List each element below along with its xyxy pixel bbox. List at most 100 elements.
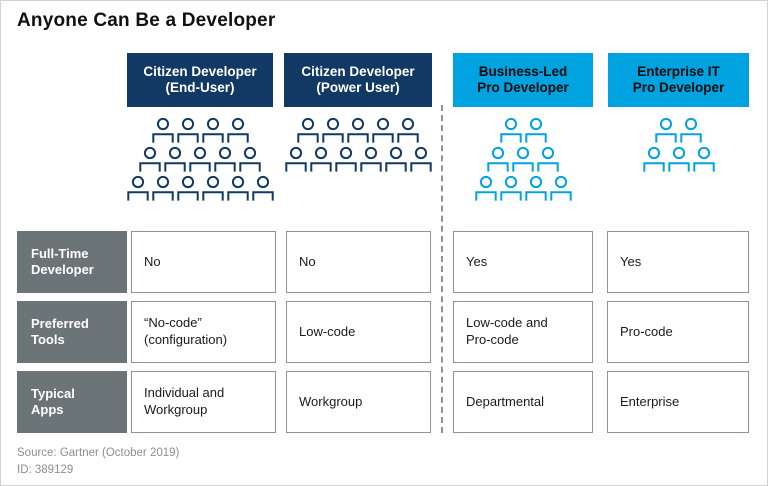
person-icon <box>359 146 382 172</box>
footer: Source: Gartner (October 2019) ID: 38912… <box>17 445 179 478</box>
person-icon <box>537 146 559 172</box>
table-cell: No <box>131 231 276 293</box>
person-icon <box>372 117 394 143</box>
table-cell: Yes <box>607 231 749 293</box>
table-cell: No <box>286 231 431 293</box>
table-cell: “No-code” (configuration) <box>131 301 276 363</box>
column-header-line2: Pro Developer <box>477 80 569 95</box>
person-icon <box>524 117 547 143</box>
person-icon <box>226 175 249 201</box>
people-row <box>642 146 715 172</box>
row-label-line1: Preferred <box>31 315 89 331</box>
column-header-line2: Pro Developer <box>632 80 725 95</box>
row-label-line1: Full-Time <box>31 245 89 261</box>
people-row <box>139 146 261 172</box>
table-cell: Low-code and Pro-code <box>453 301 593 363</box>
table-cell: Departmental <box>453 371 593 433</box>
person-icon <box>176 175 199 201</box>
cell-line2: Pro-code <box>466 332 519 347</box>
column-header-citizen-end-user: Citizen Developer (End-User) <box>127 53 273 107</box>
column-header-line1: Business-Led <box>478 63 568 79</box>
footer-source: Source: Gartner (October 2019) <box>17 447 180 459</box>
column-header-line1: Citizen Developer <box>143 63 257 79</box>
person-icon <box>126 175 149 201</box>
people-group-business-led-pro <box>453 117 593 209</box>
row-label-line2: Developer <box>31 262 94 277</box>
row-label-preferred-tools: Preferred Tools <box>17 301 127 363</box>
table-cell: Pro-code <box>607 301 749 363</box>
person-icon <box>176 117 199 143</box>
people-row <box>151 117 249 143</box>
person-icon <box>151 175 174 201</box>
cell-line1: Low-code and <box>466 315 548 331</box>
column-header-line1: Citizen Developer <box>301 63 415 79</box>
column-header-enterprise-it-pro: Enterprise IT Pro Developer <box>608 53 749 107</box>
cell-line1: Low-code <box>299 323 356 339</box>
person-icon <box>692 146 715 172</box>
people-row <box>284 146 432 172</box>
column-header-citizen-power-user: Citizen Developer (Power User) <box>284 53 432 107</box>
row-label-typical-apps: Typical Apps <box>17 371 127 433</box>
cell-line1: Individual and <box>144 385 225 401</box>
person-icon <box>214 146 236 172</box>
table-cell: Workgroup <box>286 371 431 433</box>
table-cell: Yes <box>453 231 593 293</box>
cell-line1: Yes <box>620 253 642 269</box>
row-label-line2: Tools <box>31 332 65 347</box>
cell-line2: (configuration) <box>144 332 228 347</box>
person-icon <box>201 175 224 201</box>
person-icon <box>680 117 702 143</box>
people-row <box>126 175 274 201</box>
person-icon <box>512 146 534 172</box>
person-icon <box>474 175 497 201</box>
person-icon <box>524 175 547 201</box>
column-header-business-led-pro: Business-Led Pro Developer <box>453 53 593 107</box>
cell-line1: No <box>299 253 316 269</box>
column-header-line1: Enterprise IT <box>637 63 720 79</box>
person-icon <box>487 146 509 172</box>
column-header-line2: (Power User) <box>316 80 400 95</box>
people-row <box>499 117 547 143</box>
people-group-enterprise-it-pro <box>608 117 749 209</box>
person-icon <box>201 117 224 143</box>
cell-line1: No <box>144 253 161 269</box>
page-title: Anyone Can Be a Developer <box>17 10 276 31</box>
row-label-full-time-developer: Full-Time Developer <box>17 231 127 293</box>
person-icon <box>397 117 419 143</box>
person-icon <box>642 146 665 172</box>
person-icon <box>239 146 261 172</box>
person-icon <box>189 146 211 172</box>
person-icon <box>499 175 522 201</box>
person-icon <box>284 146 307 172</box>
person-icon <box>139 146 161 172</box>
people-row <box>297 117 419 143</box>
row-label-line2: Apps <box>31 402 64 417</box>
person-icon <box>384 146 407 172</box>
person-icon <box>251 175 274 201</box>
footer-id: ID: 389129 <box>17 463 74 476</box>
people-group-citizen-power-user <box>284 117 432 209</box>
row-label-line1: Typical <box>31 385 75 401</box>
people-row <box>487 146 559 172</box>
person-icon <box>655 117 677 143</box>
person-icon <box>226 117 249 143</box>
person-icon <box>409 146 432 172</box>
person-icon <box>309 146 332 172</box>
table-cell: Individual and Workgroup <box>131 371 276 433</box>
cell-line1: Pro-code <box>620 323 673 339</box>
column-header-line2: (End-User) <box>165 80 235 95</box>
person-icon <box>297 117 319 143</box>
table-cell: Enterprise <box>607 371 749 433</box>
person-icon <box>549 175 572 201</box>
cell-line1: Workgroup <box>299 393 363 409</box>
people-row <box>474 175 572 201</box>
cell-line2: Workgroup <box>144 402 208 417</box>
cell-line1: “No-code” <box>144 315 202 331</box>
person-icon <box>334 146 357 172</box>
citizen-vs-pro-divider <box>441 105 443 433</box>
person-icon <box>322 117 344 143</box>
people-row <box>655 117 702 143</box>
person-icon <box>347 117 369 143</box>
people-group-citizen-end-user <box>126 117 274 209</box>
